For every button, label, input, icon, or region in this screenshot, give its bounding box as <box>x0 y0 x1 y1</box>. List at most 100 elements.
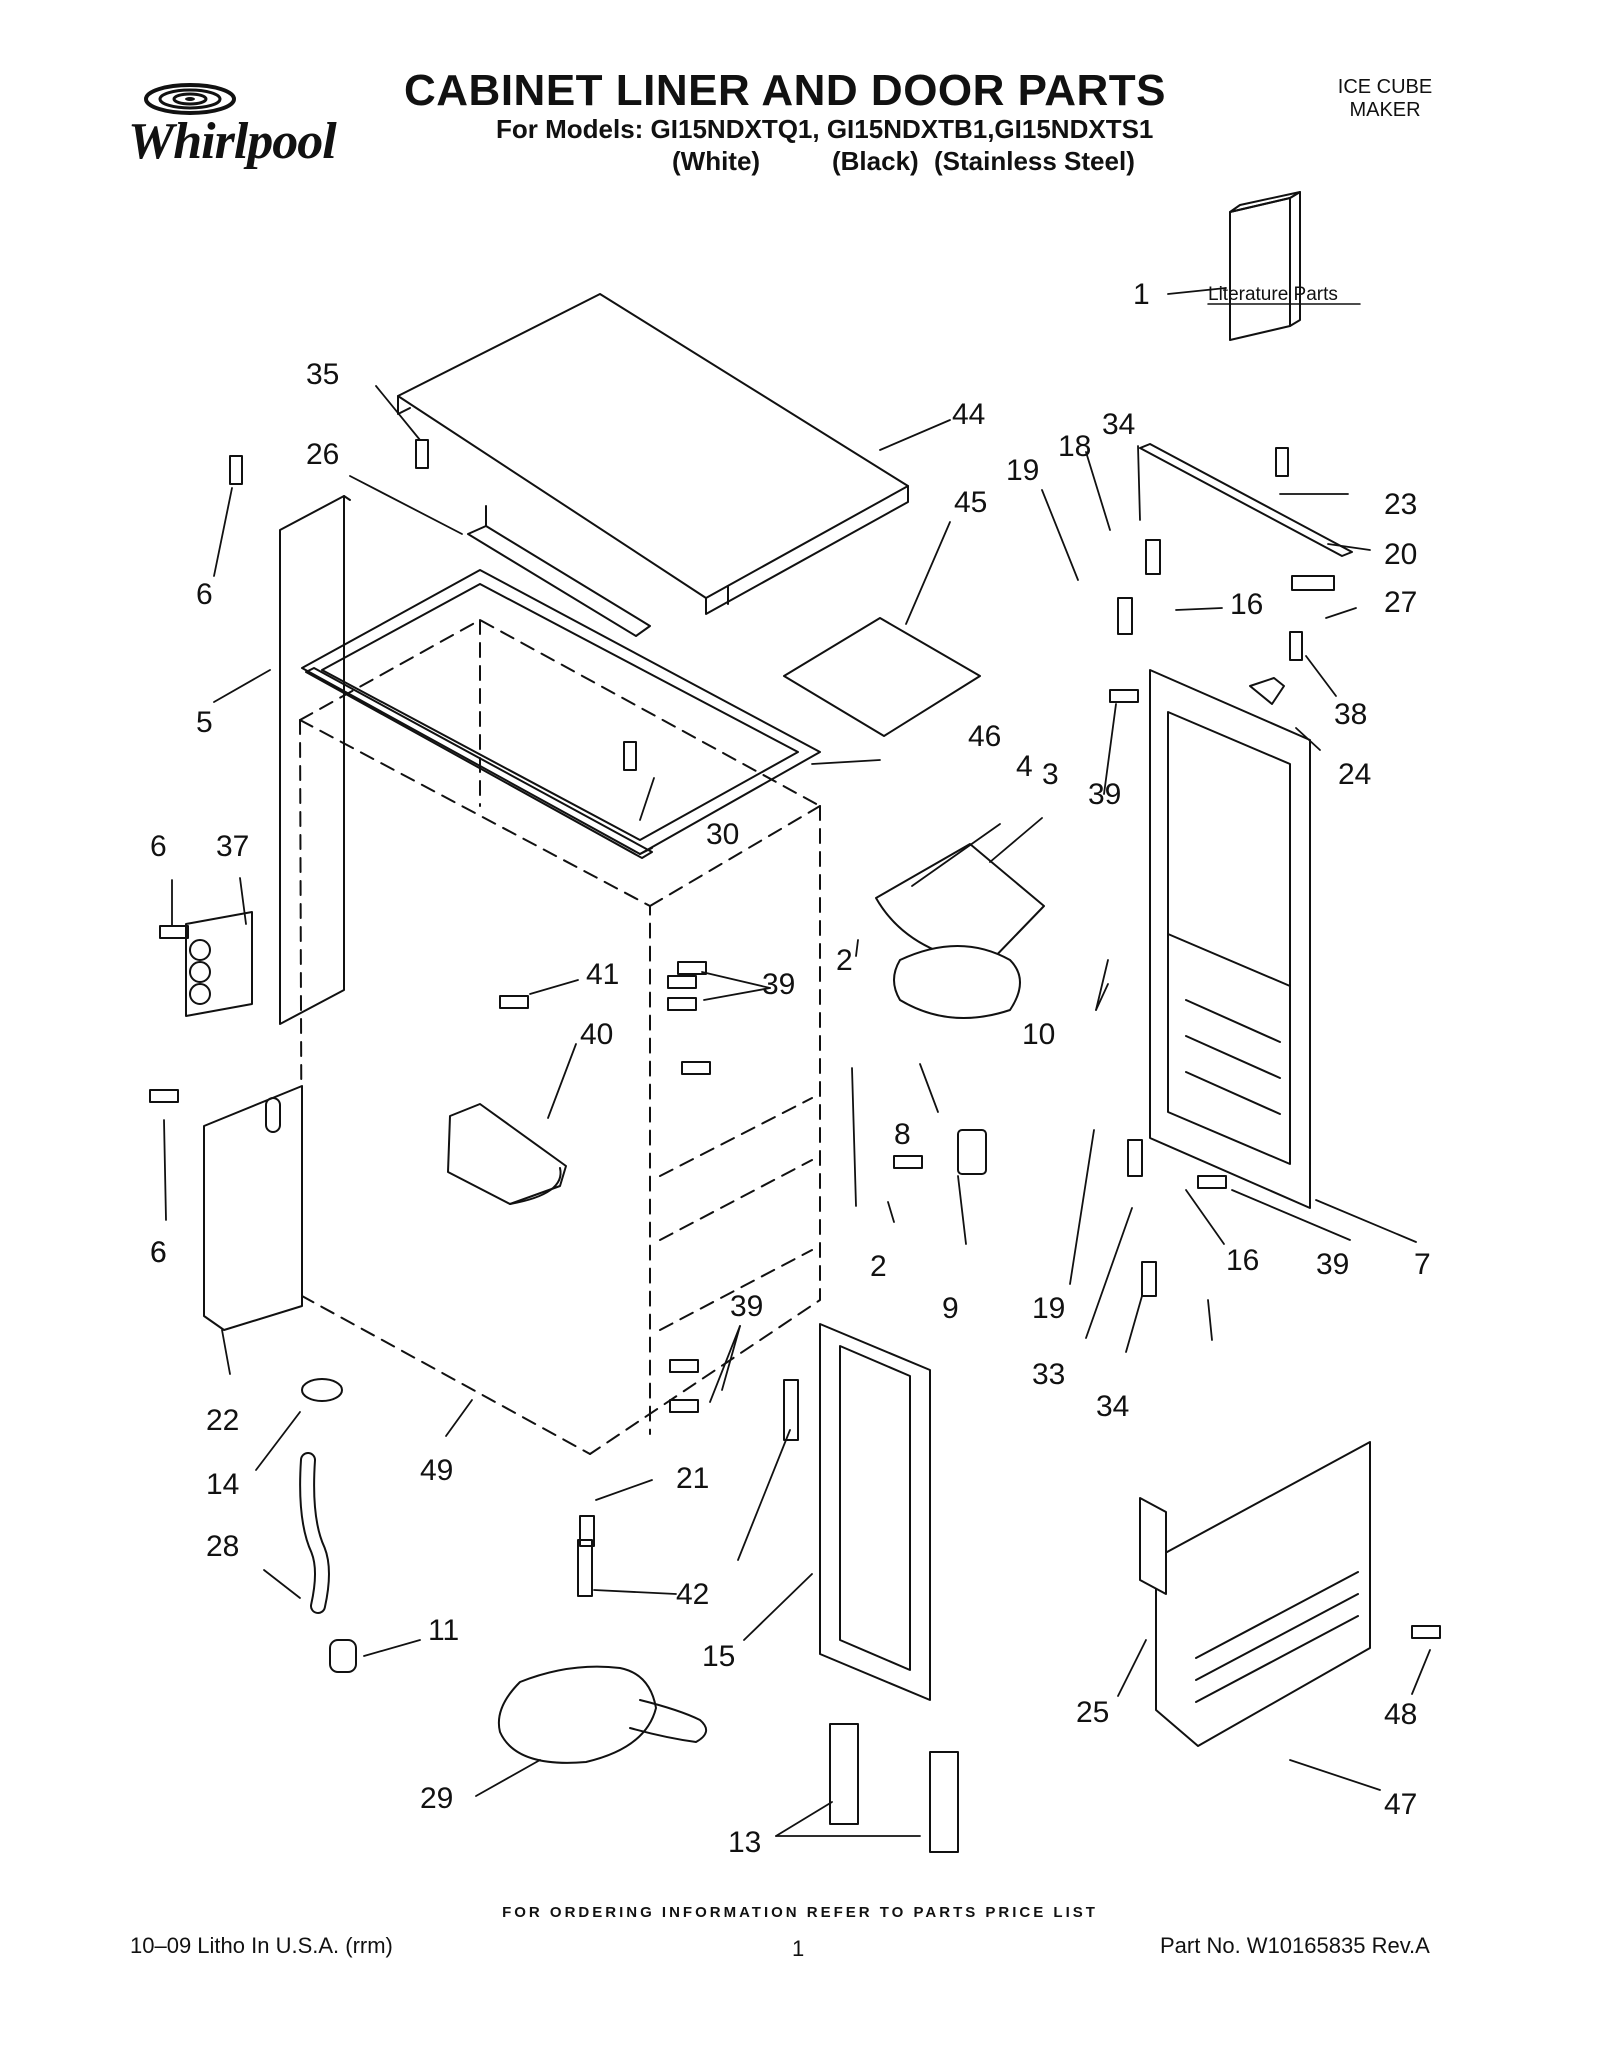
side-panel-part <box>203 1085 303 1331</box>
brand-name: Whirlpool <box>128 113 337 170</box>
callout-label: 39 <box>762 968 795 1001</box>
ordering-note: FOR ORDERING INFORMATION REFER TO PARTS … <box>502 1904 1098 1921</box>
callout-label: 34 <box>1102 408 1135 441</box>
callout-label: 15 <box>702 1640 735 1673</box>
callout-label: 38 <box>1334 698 1367 731</box>
hose-clamp-part <box>301 1378 343 1402</box>
hose-fitting-part <box>329 1639 357 1673</box>
callout-label: 24 <box>1338 758 1371 791</box>
door-trim-strip-left <box>829 1723 859 1825</box>
whirlpool-swirl-icon <box>144 83 236 115</box>
breaker-strip-part <box>305 667 653 859</box>
page-number: 1 <box>792 1936 805 1961</box>
callout-label: 42 <box>676 1578 709 1611</box>
callout-label: 29 <box>420 1782 453 1815</box>
page-title: CABINET LINER AND DOOR PARTS <box>404 66 1166 115</box>
door-gasket-part <box>819 1323 931 1701</box>
callout-label: 2 <box>870 1250 887 1283</box>
hinge-pin-upper <box>1117 597 1133 635</box>
finish-stainless: (Stainless Steel) <box>934 146 1135 176</box>
callout-label: 6 <box>150 1236 167 1269</box>
callout-label: 6 <box>150 1236 167 1269</box>
callout-label: 16 <box>1230 588 1263 621</box>
callout-label: 6 <box>150 830 167 863</box>
grille-bracket-part <box>1139 1497 1167 1595</box>
kickplate-grille-part <box>1155 1441 1371 1747</box>
callout-label: 47 <box>1384 1788 1417 1821</box>
hinge-bracket-part <box>185 911 253 1017</box>
product-type-line1: ICE CUBE <box>1337 76 1433 98</box>
callout-label: 39 <box>1316 1248 1349 1281</box>
insulation-pad-part <box>783 617 981 737</box>
callout-label: 44 <box>952 398 985 431</box>
callout-label: 18 <box>1058 430 1091 463</box>
finish-white: (White) <box>672 146 761 176</box>
ice-scoop-part <box>498 1665 707 1764</box>
callout-label: 37 <box>216 830 249 863</box>
callout-label: 2 <box>836 944 853 977</box>
literature-parts-label: Literature Parts <box>1208 284 1338 305</box>
callout-label: 48 <box>1384 1698 1417 1731</box>
spacer-strip-part <box>1291 575 1335 591</box>
whirlpool-logo: Whirlpool <box>128 82 368 170</box>
callout-label: 30 <box>706 818 739 851</box>
callout-label: 22 <box>206 1404 239 1437</box>
screws-group <box>149 439 1441 1639</box>
callout-label: 19 <box>1006 454 1039 487</box>
door-stop-part <box>1249 677 1285 705</box>
callout-label: 28 <box>206 1530 239 1563</box>
callout-label: 26 <box>306 438 339 471</box>
callout-label: 4 <box>1016 750 1033 783</box>
door-trim-strip-right <box>929 1751 959 1853</box>
callout-label: 5 <box>196 706 213 739</box>
litho-info: 10–09 Litho In U.S.A. (rrm) <box>130 1933 393 1958</box>
magnet-part <box>957 1129 987 1175</box>
callout-label: 20 <box>1384 538 1417 571</box>
baffle-part <box>893 945 1021 1019</box>
callout-label: 46 <box>968 720 1001 753</box>
callout-label: 39 <box>1088 778 1121 811</box>
callout-label: 27 <box>1384 586 1417 619</box>
product-type-line2: MAKER <box>1349 99 1421 121</box>
callout-label: 25 <box>1076 1696 1109 1729</box>
callout-labels: 1 35 44 26 34 18 19 45 23 6 20 16 27 5 3… <box>150 278 1431 1859</box>
callout-label: 45 <box>954 486 987 519</box>
callout-label: 7 <box>1414 1248 1431 1281</box>
callout-label: 49 <box>420 1454 453 1487</box>
callout-label: 9 <box>942 1292 959 1325</box>
callout-label: 21 <box>676 1462 709 1495</box>
callout-label: 41 <box>586 958 619 991</box>
door-assembly-part <box>1149 669 1311 1209</box>
model-numbers: For Models: GI15NDXTQ1, GI15NDXTB1,GI15N… <box>496 114 1154 144</box>
callout-label: 40 <box>580 1018 613 1051</box>
callout-label: 6 <box>196 578 213 611</box>
callout-label: 3 <box>1042 758 1059 791</box>
callout-label: 39 <box>730 1290 763 1323</box>
callout-label: 1 <box>1133 278 1150 311</box>
callout-label: 33 <box>1032 1358 1065 1391</box>
leader-lines <box>163 287 1431 1837</box>
callout-label: 34 <box>1096 1390 1129 1423</box>
door-top-strip-part <box>1139 443 1353 557</box>
callout-label: 16 <box>1226 1244 1259 1277</box>
callout-label: 11 <box>428 1614 459 1647</box>
part-number: Part No. W10165835 Rev.A <box>1160 1933 1430 1958</box>
finish-black: (Black) <box>832 146 919 176</box>
callout-label: 13 <box>728 1826 761 1859</box>
callout-label: 23 <box>1384 488 1417 521</box>
callout-label: 19 <box>1032 1292 1065 1325</box>
drain-trough-part <box>447 1103 567 1205</box>
literature-booklet-part <box>1229 191 1301 341</box>
product-type: ICE CUBE MAKER <box>1310 76 1460 122</box>
top-panel-part <box>397 293 909 615</box>
callout-label: 35 <box>306 358 339 391</box>
rear-panel-part <box>279 495 351 1025</box>
cabinet-liner-box <box>299 569 821 1455</box>
top-rail-part <box>467 505 651 637</box>
callout-label: 14 <box>206 1468 239 1501</box>
hinge-pin-lower <box>1127 1139 1143 1177</box>
callout-label: 10 <box>1022 1018 1055 1051</box>
callout-label: 8 <box>894 1118 911 1151</box>
